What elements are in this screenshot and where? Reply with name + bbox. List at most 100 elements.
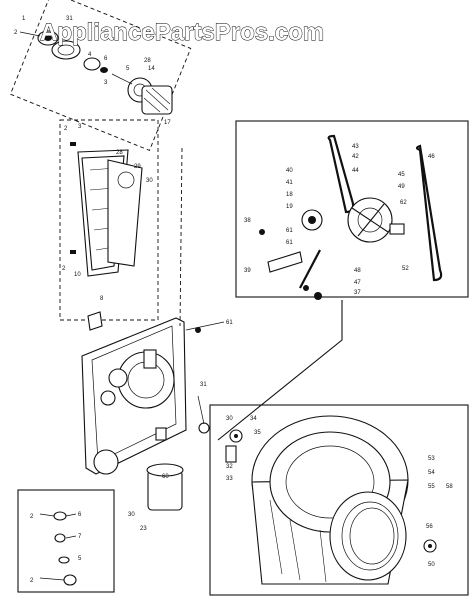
idler-pulley-part: [314, 292, 322, 300]
filter-callouts: 2 3 28 29 30 2 10: [62, 124, 153, 278]
callout-label: 1: [22, 16, 26, 22]
filter-screen-part: [81, 155, 125, 271]
motor-rotor: [357, 207, 383, 233]
blower-assembly: [9, 0, 192, 151]
leader-line: [65, 535, 77, 539]
callout-label: 52: [402, 266, 409, 272]
vent-hole: [93, 449, 119, 475]
blower-housing-fin: [145, 89, 169, 111]
hardware-cap-part: [63, 574, 77, 586]
motor-spoke: [351, 207, 389, 233]
callout-label: 2: [64, 126, 68, 132]
terminal-block-part: [143, 349, 157, 369]
leader-line: [39, 577, 65, 581]
leader-line: [19, 31, 41, 37]
callout-label: 19: [286, 204, 293, 210]
filter-frame-part: [77, 149, 129, 277]
callout-label: 41: [286, 180, 293, 186]
drum-front-seal-lip: [349, 507, 395, 565]
blower-housing-fin: [143, 97, 161, 113]
blower-nut-center: [44, 35, 52, 41]
callout-label: 18: [286, 192, 293, 198]
blower-callouts: 1 2 4 6 5 31 14 3 28 17: [14, 16, 171, 126]
rear-bulkhead-inner: [91, 325, 177, 463]
callout-label: 6: [78, 512, 82, 518]
callout-label: 10: [74, 272, 81, 278]
motor-callouts: 43 42 44 40 41 18 19 45 49 62 46 38 39 6…: [244, 144, 435, 296]
callout-label: 33: [226, 476, 233, 482]
callout-label: 30: [128, 512, 135, 518]
hardware-nut-part: [54, 533, 66, 543]
drum-washer-part: [198, 422, 210, 434]
exhaust-duct-top: [146, 463, 184, 477]
callout-label: 47: [354, 280, 361, 286]
drum-callouts: 30 34 35 32 33 53 54 55 58 56 50: [226, 416, 453, 568]
filter-clip-part: [87, 311, 103, 331]
blower-spacer-part: [83, 57, 101, 71]
leader-line: [185, 321, 225, 331]
motor-spoke: [357, 203, 385, 237]
hardware-clip-part: [58, 556, 70, 564]
callout-label: 54: [428, 470, 435, 476]
callout-label: 61: [286, 228, 293, 234]
callout-label: 58: [446, 484, 453, 490]
callout-label: 61: [286, 240, 293, 246]
callout-label: 62: [400, 200, 407, 206]
blower-washer-inner: [57, 44, 75, 56]
drum-inset: [197, 395, 469, 596]
callout-label: 5: [126, 66, 130, 72]
callout-label: 46: [428, 154, 435, 160]
callout-label: 28: [144, 58, 151, 64]
filter-screw-part: [70, 250, 76, 254]
cabinet-assembly: [81, 147, 225, 511]
drum-back-inner: [285, 445, 375, 519]
filter-outline: [59, 119, 159, 321]
cabinet-screw-part: [195, 327, 201, 333]
callout-label: 55: [428, 484, 435, 490]
idler-pivot: [303, 285, 309, 291]
bearing-part: [155, 427, 167, 441]
motor-inset-frame: [235, 120, 469, 298]
drum-inset-frame: [209, 404, 469, 596]
callout-label: 56: [426, 524, 433, 530]
callout-label: 31: [66, 16, 73, 22]
callout-label: 3: [104, 80, 108, 86]
callout-label: 2: [14, 30, 18, 36]
motor-screw-part: [259, 229, 265, 235]
filter-screen-hatch: [93, 227, 111, 231]
callout-label: 8: [100, 296, 104, 302]
drum-shaft-center: [234, 434, 238, 438]
callout-label: 6: [104, 56, 108, 62]
callout-label: 31: [200, 382, 207, 388]
callout-label: 4: [88, 52, 92, 58]
callout-label: 43: [352, 144, 359, 150]
hardware-inset: [17, 489, 115, 593]
filter-housing-part: [107, 159, 143, 267]
leader-line: [39, 513, 55, 517]
blower-washer-part: [51, 40, 81, 60]
callout-label: 3: [78, 124, 82, 130]
callout-label: 34: [250, 416, 257, 422]
vent-hole: [100, 390, 116, 406]
callout-label: 40: [286, 168, 293, 174]
vent-hole: [108, 368, 128, 388]
callout-label: 7: [78, 534, 82, 540]
drum-roller-axle: [428, 544, 432, 548]
hardware-washer-part: [53, 511, 67, 521]
callout-label: 28: [116, 150, 123, 156]
mounting-bracket-part: [267, 251, 303, 273]
cabinet-callouts: 8 61 31 60 30 23: [100, 296, 233, 532]
drum-baffle: [269, 499, 283, 575]
pulley-hub: [308, 216, 316, 224]
blower-housing-fin: [151, 87, 171, 105]
idler-spring-part: [299, 249, 321, 289]
drum-front-seal-inner: [341, 501, 399, 571]
callout-label: 48: [354, 268, 361, 274]
filter-housing-opening: [117, 171, 135, 189]
callout-label: 39: [244, 268, 251, 274]
callout-label: 5: [78, 556, 82, 562]
watermark-text: AppliancePartsPros.com: [40, 19, 324, 46]
callout-label: 30: [146, 178, 153, 184]
lint-filter-assembly: [59, 119, 159, 331]
